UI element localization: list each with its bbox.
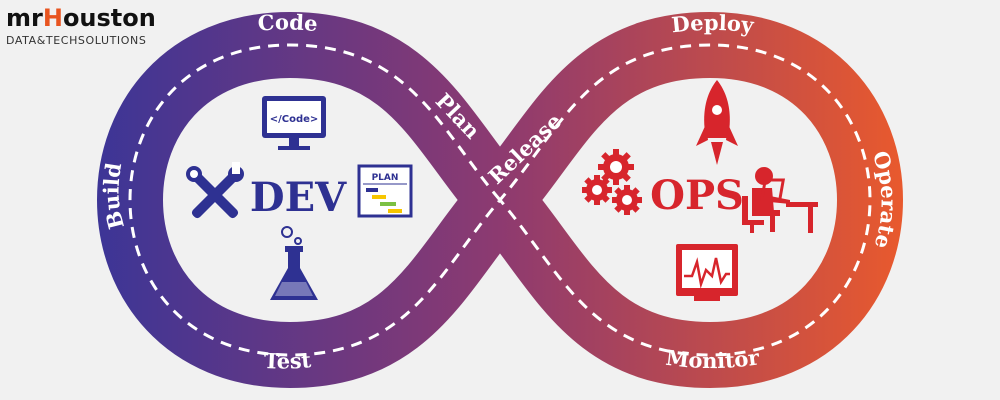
code-screen-text: </Code> (270, 114, 319, 125)
tools-icon (186, 162, 244, 219)
svg-text:Monitor: Monitor (664, 344, 761, 373)
svg-text:Code: Code (257, 9, 319, 36)
ops-label: OPS (650, 172, 744, 219)
logo-wordmark: mrHouston (6, 4, 156, 32)
stage-label-monitor: Monitor (664, 344, 761, 373)
rocket-icon (696, 80, 738, 165)
company-logo: mrHouston DATA&TECHSOLUTIONS (6, 4, 156, 47)
flask-icon (270, 226, 318, 300)
plan-doc-text: PLAN (372, 173, 399, 183)
plan-document-icon: PLAN (357, 164, 413, 218)
svg-text:Deploy: Deploy (670, 10, 755, 38)
logo-prefix: mr (6, 4, 43, 32)
code-monitor-icon: </Code> (262, 96, 326, 150)
dev-label: DEV (250, 174, 347, 221)
infinity-dashed-guide (128, 43, 872, 357)
logo-tagline: DATA&TECHSOLUTIONS (6, 34, 147, 47)
svg-text:Test: Test (263, 347, 312, 374)
operator-at-desk-icon (742, 167, 818, 233)
monitoring-chart-icon (676, 244, 738, 301)
stage-label-deploy: Deploy (670, 10, 755, 38)
stage-label-code: Code (257, 9, 319, 36)
gears-icon (582, 149, 642, 215)
logo-suffix: ouston (62, 4, 156, 32)
logo-highlight-letter: H (42, 4, 63, 32)
stage-label-test: Test (263, 347, 312, 374)
